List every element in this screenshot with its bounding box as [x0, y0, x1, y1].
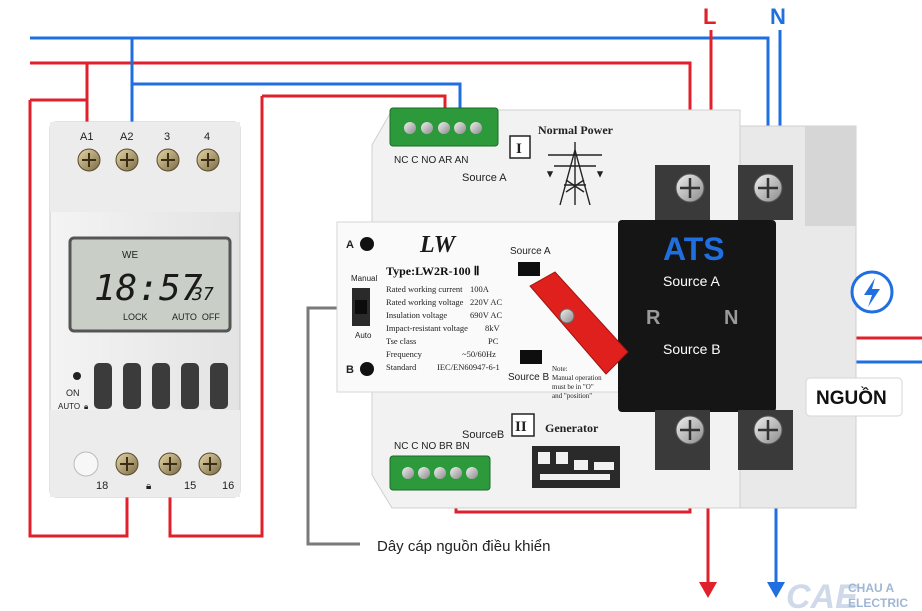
ats-panel-source-a: Source A: [663, 273, 720, 289]
timer-auto-label: AUTO: [58, 402, 80, 411]
ats-note-line: and "position": [552, 392, 592, 400]
timer-terminal-a1: A1: [80, 131, 93, 143]
ats-roman-two: II: [515, 419, 527, 435]
ats-panel-r: R: [646, 307, 661, 329]
generator-icon: [532, 446, 620, 488]
timer-lcd-day: WE: [122, 250, 138, 261]
ats-specs: Rated working current 100A Rated working…: [386, 284, 503, 372]
timer-lcd-mode: AUTO OFF: [172, 312, 220, 322]
ats-top-power-terminals: [655, 165, 793, 220]
ats-panel-source-b: Source B: [663, 341, 721, 357]
ats-a-indicator-label: A: [346, 239, 354, 251]
timer-lock-mark: 🔒︎: [146, 481, 151, 492]
timer-on-label: ON: [66, 388, 80, 398]
ats-window-source-b: Source B: [508, 372, 549, 383]
timer-led: [73, 372, 81, 380]
ats-b-indicator-led: [360, 362, 374, 376]
ats-bottom-power-terminals: [655, 410, 793, 470]
spec-value: 8kV: [485, 323, 501, 333]
timer-terminal-3: 3: [164, 131, 170, 143]
brand-name-line1: CHAU A: [848, 581, 895, 595]
spec-value: 220V AC: [470, 297, 503, 307]
power-callout: NGUỒN: [805, 377, 903, 417]
spec-key: Tse class: [386, 336, 416, 346]
ats-a-indicator-led: [360, 237, 374, 251]
ats-source-a-label: Source A: [462, 172, 507, 184]
ats-bottom-terminal-block: [389, 455, 491, 491]
spec-key: Frequency: [386, 349, 423, 359]
lightning-icon: [850, 270, 894, 314]
brand-logo: CAE CHAU A ELECTRIC: [786, 578, 908, 611]
line-label: L: [703, 4, 716, 29]
spec-key: Insulation voltage: [386, 310, 447, 320]
timer-hole: [73, 451, 99, 477]
line-wire-15: [168, 96, 264, 538]
timer-button-3[interactable]: [152, 363, 170, 409]
line-output-arrow: [699, 582, 717, 598]
ats-generator-label: Generator: [545, 421, 599, 435]
spec-key: Impact-resistant voltage: [386, 323, 468, 333]
ats-red-handle[interactable]: [529, 271, 629, 375]
neutral-label: N: [770, 4, 786, 29]
spec-key: Standard: [386, 362, 417, 372]
timer-terminal-15: 15: [184, 480, 196, 492]
ats-window-a: [518, 262, 540, 276]
timer-buttons[interactable]: [94, 363, 228, 409]
timer-button-4[interactable]: [181, 363, 199, 409]
ats-manual-label: Manual: [351, 274, 377, 283]
power-pylon-icon: [546, 142, 604, 206]
ats-type: Type:LW2R-100 Ⅱ: [386, 264, 480, 278]
ats-bottom-terminal-label: NC C NO BR BN: [394, 441, 470, 452]
ats-source-b-label: SourceB: [462, 429, 504, 441]
spec-key: Rated working voltage: [386, 297, 464, 307]
ats-black-panel: [618, 220, 776, 412]
timer-terminal-16: 16: [222, 480, 234, 492]
timer-top-screws: [77, 148, 220, 172]
spec-value: IEC/EN60947-6-1: [437, 362, 500, 372]
ats-panel-title: ATS: [663, 231, 725, 267]
ats-logo: LW: [419, 232, 457, 258]
power-label: NGUỒN: [816, 387, 887, 409]
brand-mark: CAE: [786, 578, 859, 611]
timer-lcd: [68, 236, 232, 333]
neutral-output-arrow: [767, 582, 785, 598]
spec-value: 100A: [470, 284, 490, 294]
timer-lcd-lock: LOCK: [123, 312, 148, 322]
ats-roman-one: I: [516, 141, 522, 157]
timer-button-5[interactable]: [210, 363, 228, 409]
timer-bottom-screws: [115, 452, 222, 476]
line-wire-loop: [28, 100, 129, 538]
ats-note-line: Note:: [552, 365, 568, 373]
control-cable: [306, 306, 360, 546]
timer-lock-icon: 🔒︎: [84, 402, 88, 411]
ats-normal-power: Normal Power: [538, 123, 614, 137]
ats-note-line: must be in "O": [552, 383, 594, 391]
timer-terminal-a2: A2: [120, 131, 133, 143]
timer-terminal-18: 18: [96, 480, 108, 492]
timer-lcd-seconds: 37: [191, 284, 214, 305]
ats-top-terminal-label: NC C NO AR AN: [394, 155, 468, 166]
control-cable-label: Dây cáp nguồn điều khiển: [377, 538, 550, 555]
ats-device: NC C NO AR AN Source A I Normal Power A …: [336, 107, 857, 509]
ats-panel-n: N: [724, 307, 738, 329]
spec-value: PC: [488, 336, 499, 346]
timer-lcd-time: 18:57: [94, 268, 203, 309]
ats-auto-label: Auto: [355, 331, 372, 340]
ats-b-indicator-label: B: [346, 364, 354, 376]
timer-device: A1 A2 3 4 WE 18:57 37 LOCK AUTO OFF ON A…: [49, 121, 241, 498]
ats-window-b: [520, 350, 542, 364]
brand-name-line2: ELECTRIC: [848, 596, 908, 610]
ats-window-source-a: Source A: [510, 246, 551, 257]
timer-button-2[interactable]: [123, 363, 141, 409]
ats-top-terminal-block: [389, 107, 499, 147]
spec-key: Rated working current: [386, 284, 463, 294]
ats-note-line: Manual operation: [552, 374, 602, 382]
spec-value: ~50/60Hz: [462, 349, 496, 359]
timer-terminal-4: 4: [204, 131, 210, 143]
spec-value: 690V AC: [470, 310, 503, 320]
timer-button-1[interactable]: [94, 363, 112, 409]
